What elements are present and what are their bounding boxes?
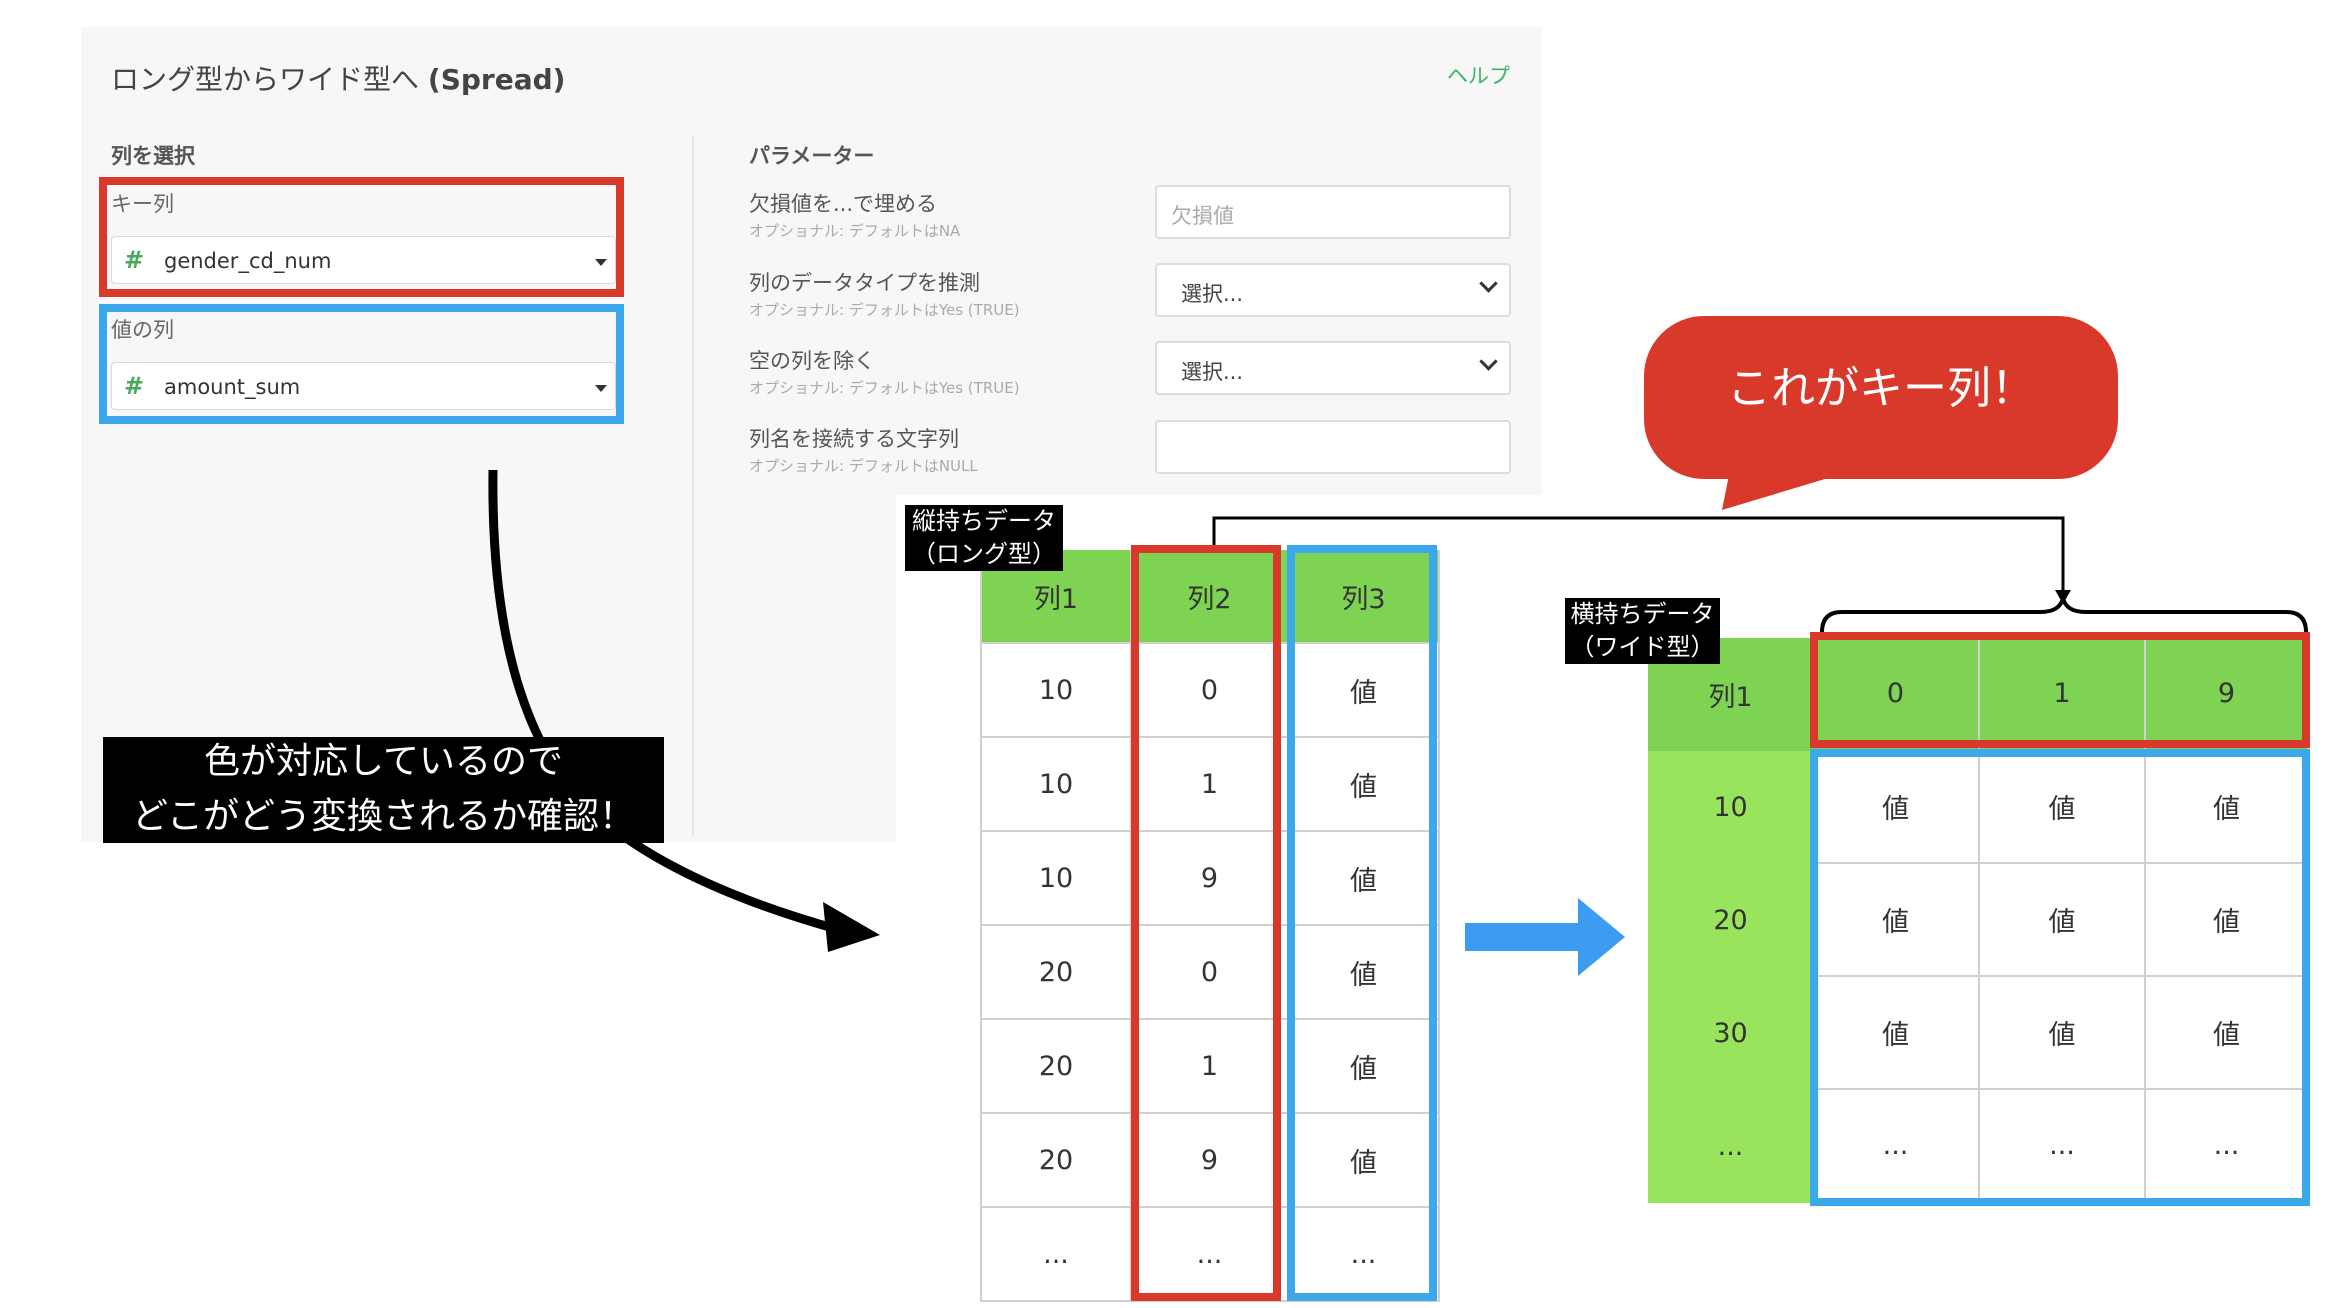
drop-empty-value: 選択...: [1181, 360, 1244, 384]
wide-table-cell: 値: [1813, 977, 1980, 1090]
long-table-cell: 10: [980, 832, 1132, 926]
long-table-cell: ...: [1289, 1208, 1440, 1302]
wide-table-cell: 値: [1980, 751, 2146, 864]
wide-table-tag-2: （ワイド型）: [1565, 631, 1720, 664]
long-table-cell: ...: [1132, 1208, 1289, 1302]
wide-table-cell: 30: [1648, 977, 1813, 1090]
convert-type-select[interactable]: 選択...: [1155, 263, 1511, 317]
long-key-column-highlight: [1131, 545, 1281, 1301]
curved-arrow-head: [823, 902, 880, 952]
param-fill-sub: オプショナル: デフォルトはNA: [749, 222, 961, 240]
wide-table-cell: 値: [1980, 864, 2146, 977]
caret-down-icon: [595, 259, 607, 266]
wide-table-cell: 10: [1648, 751, 1813, 864]
long-table-header-cell: 列3: [1289, 550, 1440, 644]
value-column-label: 値の列: [111, 318, 174, 342]
parameters-label: パラメーター: [749, 144, 875, 168]
separator-input[interactable]: [1155, 420, 1511, 474]
dialog-title-suffix: (Spread): [427, 63, 566, 96]
long-table-cell: 0: [1132, 926, 1289, 1020]
key-column-value: gender_cd_num: [164, 249, 332, 273]
convert-type-value: 選択...: [1181, 282, 1244, 306]
long-table-cell: 値: [1289, 832, 1440, 926]
callout-text: これがキー列！: [1727, 363, 2035, 414]
column-select-label: 列を選択: [111, 144, 195, 168]
wide-table-cell: 20: [1648, 864, 1813, 977]
value-column-select[interactable]: # amount_sum: [111, 362, 616, 410]
value-column-highlight: [99, 304, 624, 424]
long-table-cell: 20: [980, 926, 1132, 1020]
key-column-label: キー列: [111, 192, 174, 216]
long-table-cell: 10: [980, 644, 1132, 738]
long-table-cell: 9: [1132, 1114, 1289, 1208]
wide-values-highlight: [1810, 749, 2310, 1206]
key-connector-line: [1212, 516, 2065, 598]
callout-tail: [1722, 470, 1855, 510]
long-table-cell: 値: [1289, 644, 1440, 738]
long-table-tag-1: 縦持ちデータ: [905, 505, 1063, 538]
long-table-cell: 9: [1132, 832, 1289, 926]
wide-table-cell: 値: [2146, 751, 2309, 864]
long-table-cell: ...: [980, 1208, 1132, 1302]
param-drop-sub: オプショナル: デフォルトはYes (TRUE): [749, 379, 1020, 397]
fill-value-placeholder: 欠損値: [1171, 204, 1234, 228]
param-drop-label: 空の列を除く: [749, 349, 875, 373]
transform-arrow-shaft: [1465, 923, 1580, 951]
wide-table-cell: ...: [1980, 1090, 2146, 1203]
curly-brace: [1820, 597, 2308, 633]
key-column-select[interactable]: # gender_cd_num: [111, 236, 616, 284]
long-table-cell: 値: [1289, 926, 1440, 1020]
numeric-type-icon: #: [124, 372, 145, 400]
wide-table-cell: 値: [1980, 977, 2146, 1090]
wide-table-cell: 値: [2146, 977, 2309, 1090]
key-column-highlight: [99, 177, 624, 297]
fill-value-input[interactable]: 欠損値: [1155, 185, 1511, 239]
long-table-cell: 値: [1289, 1020, 1440, 1114]
param-fill-label: 欠損値を...で埋める: [749, 192, 938, 216]
param-convert-sub: オプショナル: デフォルトはYes (TRUE): [749, 301, 1020, 319]
wide-table-tag-1: 横持ちデータ: [1565, 598, 1720, 631]
key-column-callout: [1644, 316, 2118, 479]
wide-table-cell: ...: [1648, 1090, 1813, 1203]
wide-table-cell: ...: [2146, 1090, 2309, 1203]
caret-down-icon: [595, 385, 607, 392]
long-table-cell: 10: [980, 738, 1132, 832]
long-table-cell: 値: [1289, 738, 1440, 832]
curved-arrow: [488, 469, 842, 935]
note-line-1: 色が対応しているので: [204, 741, 563, 782]
note-line-2: どこがどう変換されるか確認！: [132, 796, 635, 837]
long-table-header-cell: 列2: [1132, 550, 1289, 644]
wide-table-header-cell: 0: [1813, 638, 1980, 751]
wide-table-header-cell: 9: [2146, 638, 2309, 751]
param-convert-label: 列のデータタイプを推測: [749, 271, 980, 295]
transform-arrow-head: [1578, 898, 1625, 976]
param-sep-sub: オプショナル: デフォルトはNULL: [749, 457, 978, 475]
drop-empty-select[interactable]: 選択...: [1155, 341, 1511, 395]
wide-table-cell: 値: [1813, 864, 1980, 977]
wide-table-cell: 値: [1813, 751, 1980, 864]
long-table-cell: 20: [980, 1114, 1132, 1208]
param-sep-label: 列名を接続する文字列: [749, 427, 959, 451]
numeric-type-icon: #: [124, 246, 145, 274]
value-column-value: amount_sum: [164, 375, 301, 399]
dialog-title-text: ロング型からワイド型へ: [111, 63, 420, 96]
key-connector-arrowhead: [2055, 590, 2071, 604]
long-table-tag-2: （ロング型）: [905, 538, 1063, 571]
panel-divider: [692, 136, 694, 836]
dialog-title: ロング型からワイド型へ (Spread): [111, 58, 565, 98]
help-link[interactable]: ヘルプ: [1447, 64, 1510, 88]
long-table-cell: 値: [1289, 1114, 1440, 1208]
long-table-cell: 20: [980, 1020, 1132, 1114]
wide-header-highlight: [1810, 632, 2310, 748]
note-box: [103, 737, 664, 843]
long-value-column-highlight: [1287, 545, 1437, 1301]
